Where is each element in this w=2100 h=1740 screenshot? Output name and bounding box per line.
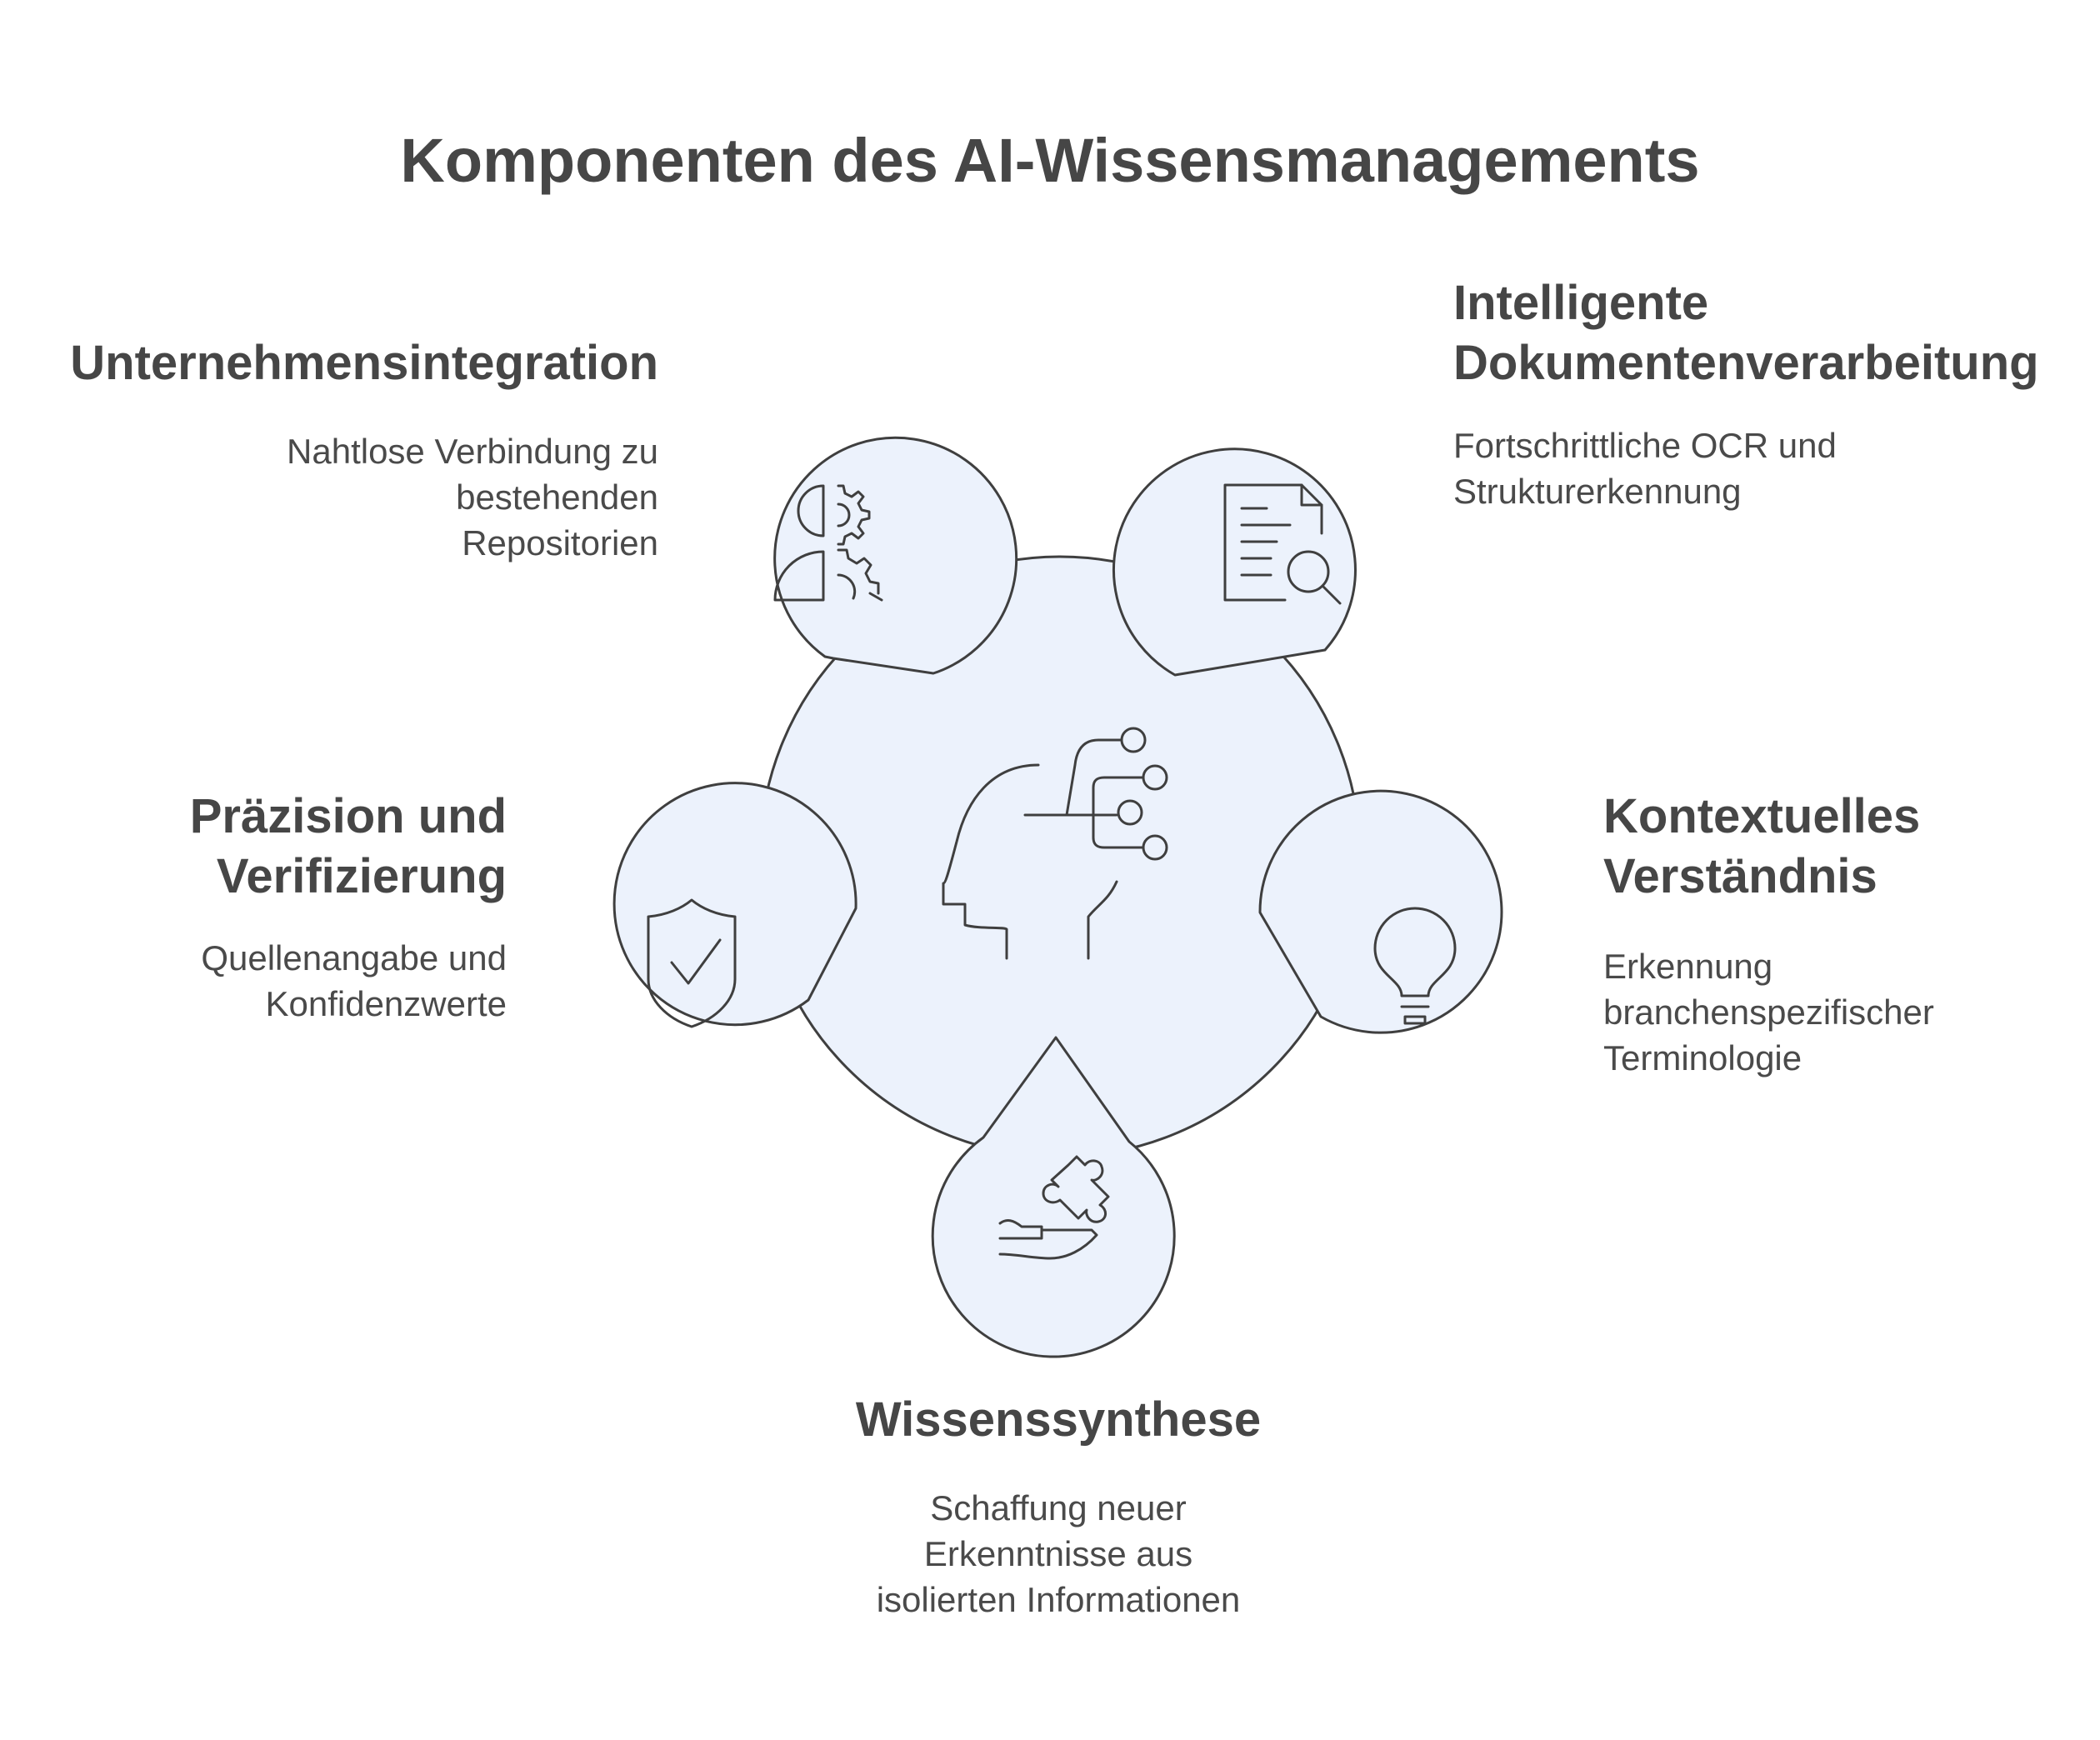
person-gear-icon bbox=[773, 484, 883, 602]
petal-kontext bbox=[1258, 789, 1503, 1034]
description-synthese: Schaffung neuer Erkenntnisse aus isolier… bbox=[876, 1488, 1241, 1619]
heading-dokumentenverarbeitung: Intelligente Dokumentenverarbeitung bbox=[1453, 276, 2039, 390]
heading-praezision: Präzision und Verifizierung bbox=[189, 789, 507, 903]
petal-synthese bbox=[931, 1036, 1176, 1358]
petal-dokumentenverarbeitung bbox=[1112, 448, 1357, 677]
petal-praezision bbox=[612, 782, 858, 1027]
petal-unternehmensintegration bbox=[773, 436, 1018, 675]
heading-synthese: Wissenssynthese bbox=[855, 1392, 1262, 1447]
description-praezision: Quellenangabe und Konfidenzwerte bbox=[201, 938, 507, 1023]
heading-unternehmensintegration: Unternehmensintegration bbox=[70, 336, 658, 390]
description-kontext: Erkennung branchenspezifischer Terminolo… bbox=[1603, 947, 1934, 1078]
hand-puzzle-icon bbox=[998, 1155, 1110, 1260]
heading-kontext: Kontextuelles Verständnis bbox=[1603, 789, 1921, 903]
lightbulb-icon bbox=[1373, 907, 1457, 1025]
ai-head-network-icon bbox=[942, 727, 1168, 960]
diagram-title: Komponenten des AI-Wissensmanagements bbox=[400, 126, 1700, 195]
document-search-icon bbox=[1223, 483, 1342, 605]
description-dokumentenverarbeitung: Fortschrittliche OCR und Strukturerkennu… bbox=[1453, 426, 1837, 511]
description-unternehmensintegration: Nahtlose Verbindung zu bestehenden Repos… bbox=[287, 432, 658, 562]
shield-check-icon bbox=[647, 898, 737, 1028]
